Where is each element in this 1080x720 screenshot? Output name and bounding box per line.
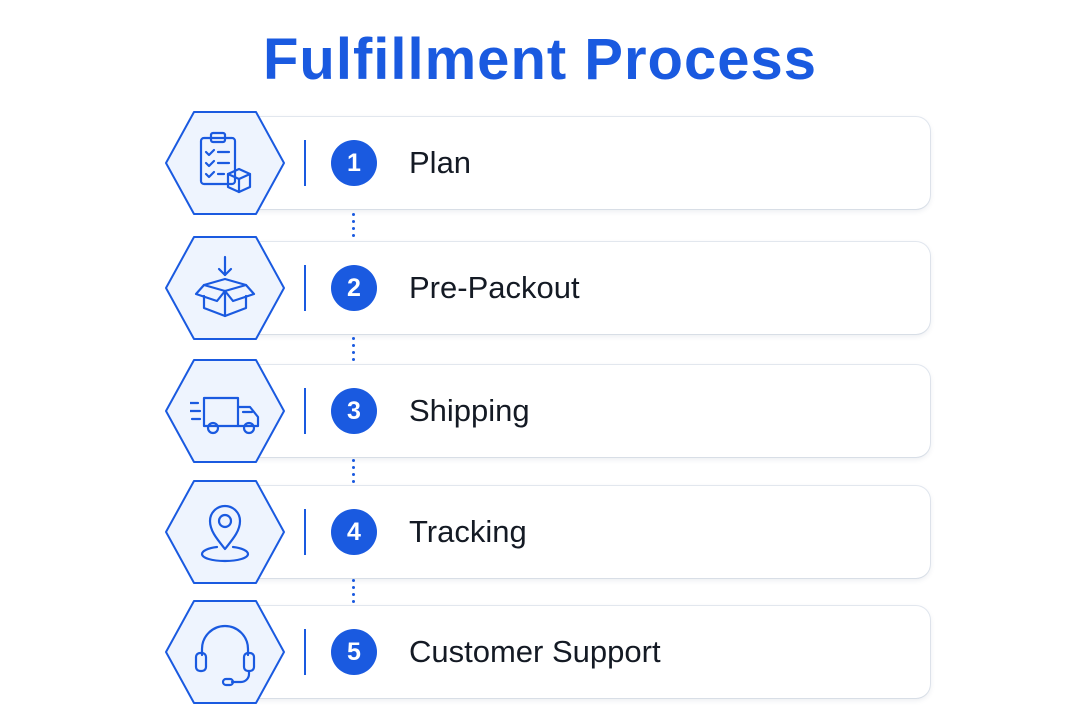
step-number-badge: 1	[331, 140, 377, 186]
divider-line	[304, 388, 306, 434]
step-label: Shipping	[409, 393, 530, 428]
step-number-badge: 4	[331, 509, 377, 555]
step-number-badge: 2	[331, 265, 377, 311]
step-label: Plan	[409, 145, 472, 180]
step-label: Tracking	[409, 514, 527, 549]
dotted-connector	[352, 337, 355, 367]
divider-line	[304, 629, 306, 675]
dotted-connector	[352, 579, 355, 609]
divider-line	[304, 265, 306, 311]
divider-line	[304, 509, 306, 555]
step-number-badge: 3	[331, 388, 377, 434]
step-tracking: 4 Tracking	[0, 477, 1080, 587]
hexagon-badge	[164, 235, 286, 341]
hexagon-badge	[164, 479, 286, 585]
page-title: Fulfillment Process	[262, 27, 818, 92]
headset-icon	[190, 617, 260, 687]
delivery-truck-icon	[184, 376, 260, 446]
step-pre-packout: 2 Pre-Packout	[0, 233, 1080, 343]
hexagon-badge	[164, 599, 286, 705]
clipboard-box-icon	[190, 128, 260, 198]
dotted-connector	[352, 213, 355, 243]
step-shipping: 3 Shipping	[0, 356, 1080, 466]
open-box-arrow-icon	[190, 253, 260, 323]
hexagon-badge	[164, 358, 286, 464]
divider-line	[304, 140, 306, 186]
step-label: Customer Support	[409, 634, 661, 669]
step-plan: 1 Plan	[0, 108, 1080, 218]
dotted-connector	[352, 459, 355, 489]
step-number-badge: 5	[331, 629, 377, 675]
step-label: Pre-Packout	[409, 270, 580, 305]
step-customer-support: 5 Customer Support	[0, 597, 1080, 707]
location-pin-icon	[190, 497, 260, 567]
